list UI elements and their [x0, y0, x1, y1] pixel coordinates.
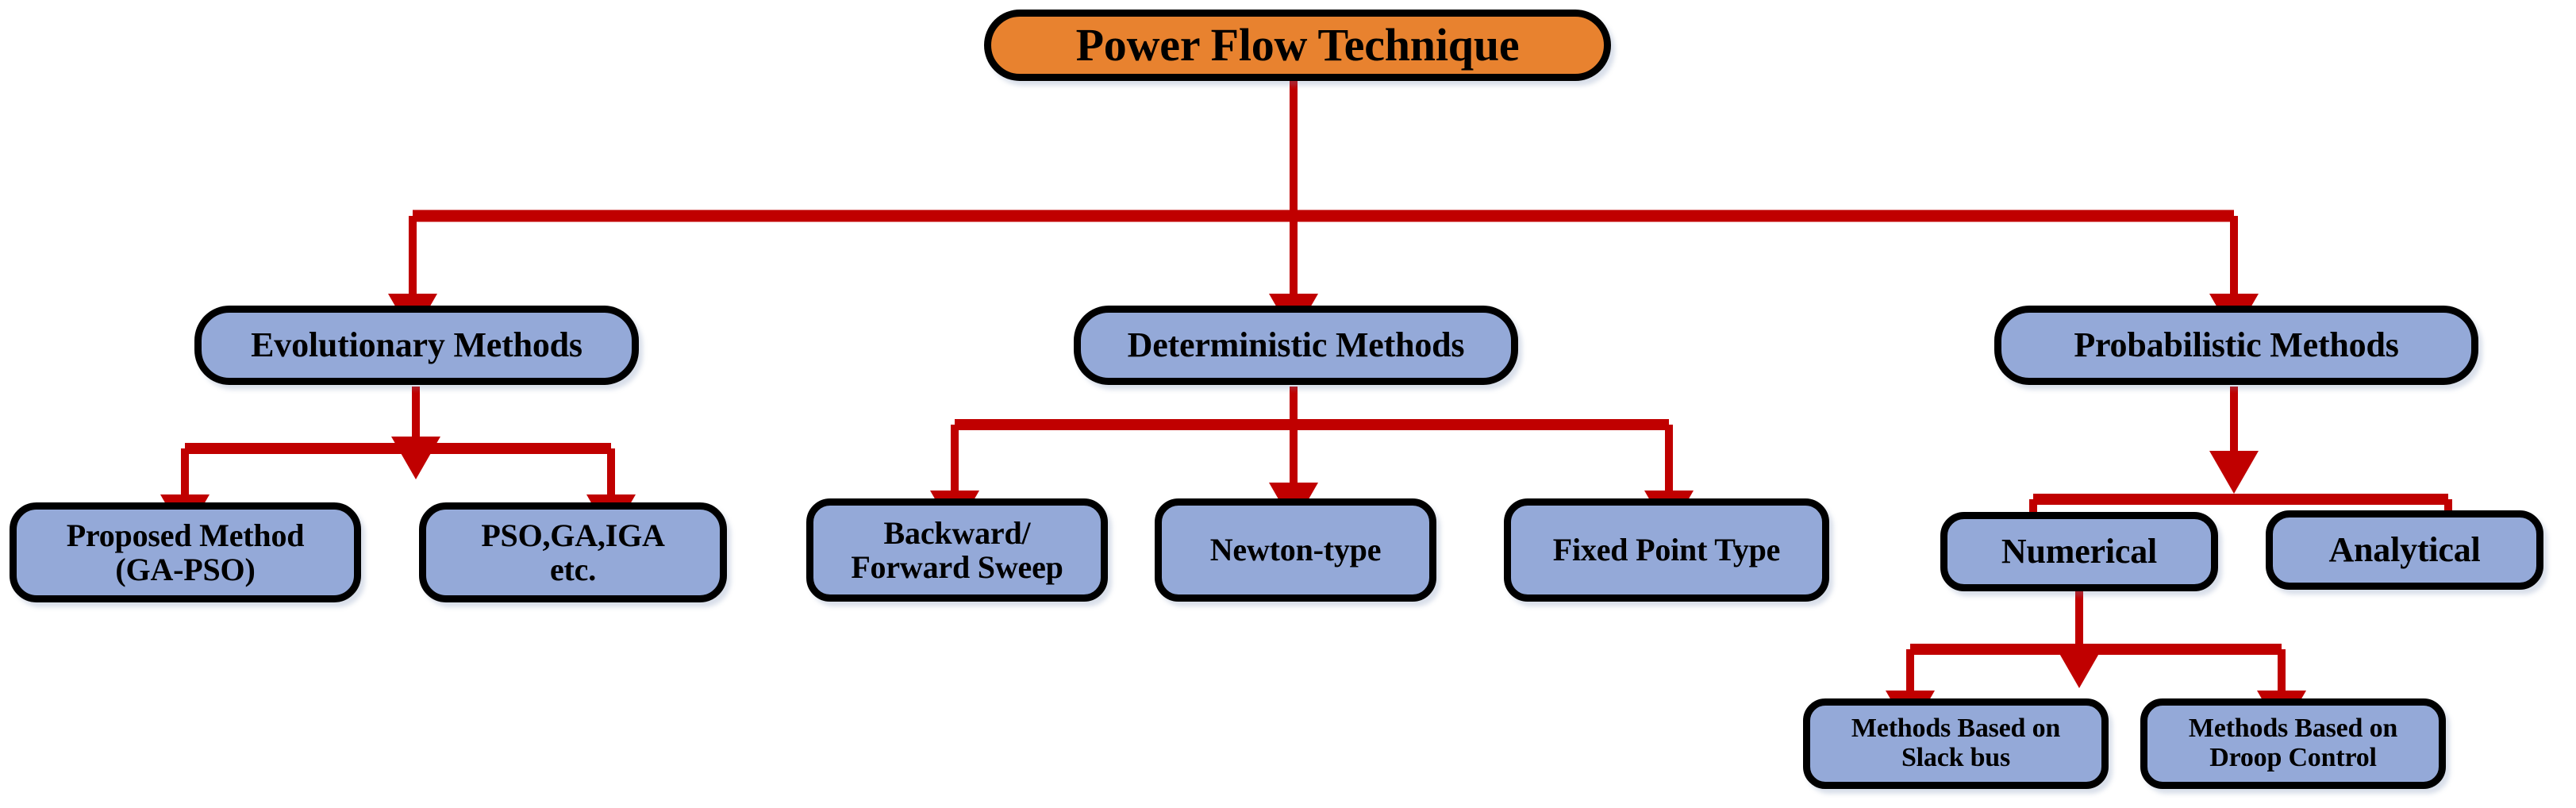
node-label: Evolutionary Methods: [251, 325, 582, 365]
node-label: Analytical: [2328, 530, 2481, 570]
node-label: Backward/ Forward Sweep: [851, 514, 1063, 585]
node-label: Methods Based on Droop Control: [2188, 714, 2398, 772]
node-fixed-point-type[interactable]: Fixed Point Type: [1504, 498, 1829, 602]
node-pso-ga-iga[interactable]: PSO,GA,IGA etc.: [419, 502, 727, 602]
node-probabilistic-methods[interactable]: Probabilistic Methods: [1994, 306, 2478, 385]
node-analytical[interactable]: Analytical: [2266, 510, 2543, 590]
node-evolutionary-methods[interactable]: Evolutionary Methods: [194, 306, 639, 385]
node-label: Numerical: [2001, 532, 2158, 571]
node-label: PSO,GA,IGA etc.: [481, 517, 665, 587]
node-label: Power Flow Technique: [1075, 18, 1520, 71]
node-deterministic-methods[interactable]: Deterministic Methods: [1074, 306, 1518, 385]
node-label: Proposed Method (GA-PSO): [66, 517, 305, 587]
node-newton-type[interactable]: Newton-type: [1155, 498, 1436, 602]
node-methods-based-on-slack-bus[interactable]: Methods Based on Slack bus: [1803, 698, 2109, 789]
node-power-flow-technique[interactable]: Power Flow Technique: [984, 10, 1611, 81]
node-label: Newton-type: [1209, 532, 1382, 568]
node-label: Methods Based on Slack bus: [1851, 714, 2061, 772]
node-methods-based-on-droop-control[interactable]: Methods Based on Droop Control: [2140, 698, 2446, 789]
node-label: Probabilistic Methods: [2074, 325, 2399, 365]
node-proposed-method-ga-pso[interactable]: Proposed Method (GA-PSO): [10, 502, 361, 602]
node-numerical[interactable]: Numerical: [1940, 512, 2218, 591]
node-label: Fixed Point Type: [1552, 532, 1781, 568]
node-label: Deterministic Methods: [1127, 325, 1465, 365]
node-backward-forward-sweep[interactable]: Backward/ Forward Sweep: [806, 498, 1108, 602]
